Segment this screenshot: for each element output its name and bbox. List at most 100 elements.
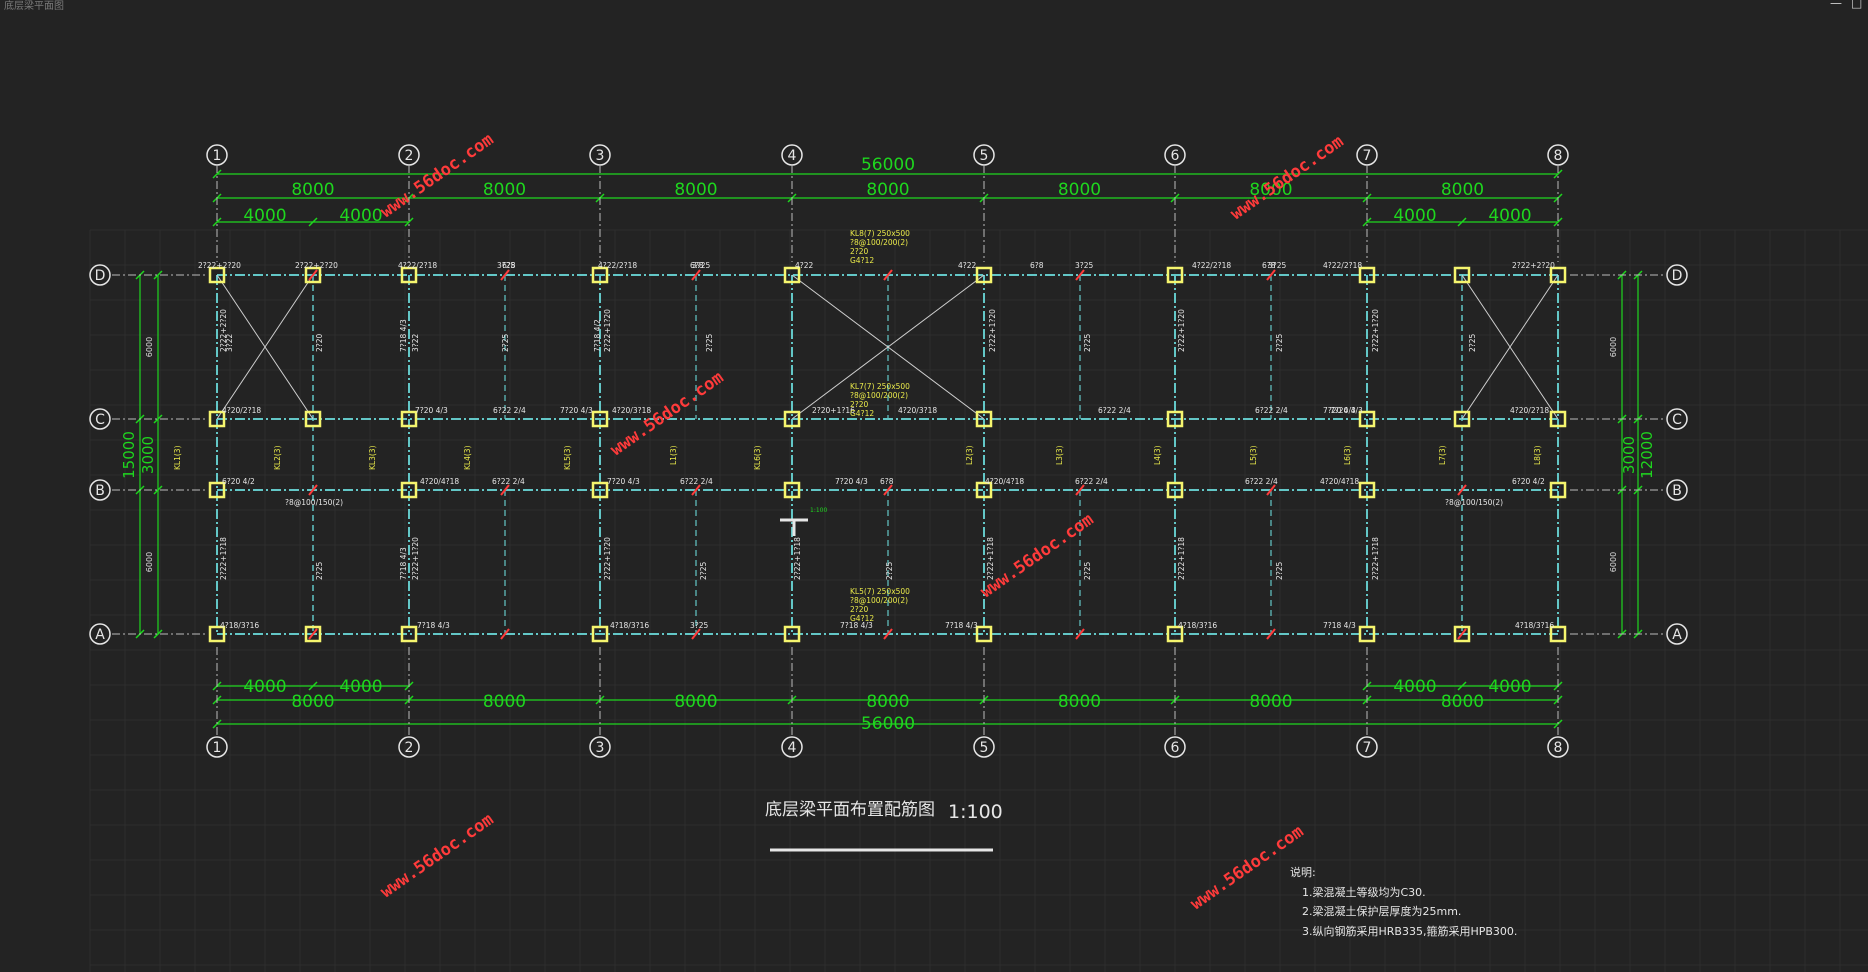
rebar-label: 4?22/2?18 bbox=[398, 261, 437, 270]
column bbox=[208, 481, 226, 499]
rebar-label: 4?22 bbox=[958, 261, 977, 270]
beam-note-kl5: ?8@100/200(2) bbox=[850, 596, 908, 605]
window-title: 底层梁平面图 bbox=[4, 1, 64, 12]
axis-bubble-label: D bbox=[1672, 268, 1683, 284]
rebar-label: 4?22/2?18 bbox=[1192, 261, 1231, 270]
rebar-mark bbox=[1266, 628, 1276, 640]
dim-half-top: 4000 bbox=[1488, 206, 1531, 226]
rebar-label: 2?22+1?20 bbox=[411, 537, 420, 580]
axis-bubble-label: C bbox=[95, 412, 105, 428]
minimize-icon[interactable]: — bbox=[1830, 0, 1842, 10]
column bbox=[1549, 481, 1567, 499]
column bbox=[1358, 625, 1376, 643]
rebar-label: 2?25 bbox=[1275, 561, 1284, 580]
rebar-label: 7?18 4/3 bbox=[840, 621, 873, 630]
beam-note-kl8: KL8(7) 250x500 bbox=[850, 229, 910, 238]
rebar-label: 7?18 4/3 bbox=[417, 621, 450, 630]
rebar-label: 6?8 bbox=[1030, 261, 1044, 270]
column bbox=[783, 410, 801, 428]
section-mark-label: 1:100 bbox=[810, 507, 827, 514]
opening-cross bbox=[1461, 274, 1559, 420]
axis-bubble-label: 1 bbox=[213, 148, 222, 164]
dim-total-top: 56000 bbox=[861, 155, 915, 175]
rebar-label: 4?22/2?18 bbox=[1323, 261, 1362, 270]
rebar-label: KL2(3) bbox=[273, 445, 282, 470]
rebar-label: 3?25 bbox=[1268, 261, 1287, 270]
rebar-label: 7?18 4/3 bbox=[399, 547, 408, 580]
rebar-label: 7?18 4/3 bbox=[399, 319, 408, 352]
rebar-label: 4?20/2?18 bbox=[222, 406, 261, 415]
column bbox=[304, 625, 322, 643]
column bbox=[1358, 410, 1376, 428]
rebar-label: 2?22+1?20 bbox=[988, 309, 997, 352]
rebar-label: 2?22+1?20 bbox=[1371, 309, 1380, 352]
axis-bubble-label: D bbox=[95, 268, 106, 284]
column bbox=[1549, 266, 1567, 284]
rebar-mark bbox=[1266, 269, 1276, 281]
rebar-label: KL5(3) bbox=[563, 445, 572, 470]
rebar-mark bbox=[1457, 628, 1467, 640]
rebar-mark bbox=[883, 484, 893, 496]
axis-bubble bbox=[398, 736, 420, 758]
notes-heading: 说明: bbox=[1290, 865, 1316, 879]
dim-tick bbox=[212, 169, 222, 179]
rebar-label: 4?18/3?16 bbox=[1178, 621, 1217, 630]
beam-note-kl8: ?8@100/200(2) bbox=[850, 238, 908, 247]
rebar-label: 3?25 bbox=[497, 261, 516, 270]
dim-tick bbox=[1553, 217, 1563, 227]
dim-right-total: 12000 bbox=[1638, 431, 1656, 479]
dim-half-bottom: 4000 bbox=[339, 677, 382, 697]
rebar-label: 4?18/3?16 bbox=[220, 621, 259, 630]
maximize-icon[interactable]: □ bbox=[1851, 0, 1863, 10]
note-item-2: 2.梁混凝土保护层厚度为25mm. bbox=[1302, 904, 1461, 918]
rebar-label: 2?22+1?18 bbox=[793, 537, 802, 580]
rebar-label: ?8@100/150(2) bbox=[1445, 498, 1503, 507]
beam-note-kl8: 2?20 bbox=[850, 247, 869, 256]
axis-bubble-label: C bbox=[1672, 412, 1682, 428]
axis-bubble bbox=[1666, 479, 1688, 501]
rebar-label: 6?8 bbox=[502, 261, 516, 270]
rebar-label: L2(3) bbox=[965, 445, 974, 465]
column bbox=[1166, 625, 1184, 643]
axis-bubble-label: B bbox=[1672, 483, 1682, 499]
column bbox=[1549, 625, 1567, 643]
axis-bubble bbox=[89, 408, 111, 430]
dim-left-total: 15000 bbox=[120, 431, 138, 479]
rebar-label: 7?18 4/3 bbox=[945, 621, 978, 630]
drawing-title: 底层梁平面布置配筋图 bbox=[765, 800, 935, 820]
column bbox=[1453, 410, 1471, 428]
dim-tick bbox=[404, 217, 414, 227]
dim-tick bbox=[153, 414, 163, 424]
rebar-label: ?8@100/150(2) bbox=[285, 498, 343, 507]
rebar-label: 2?22+1?18 bbox=[1371, 537, 1380, 580]
watermark-text: www.56doc.com bbox=[1227, 132, 1347, 225]
column bbox=[400, 266, 418, 284]
dim-bay-bottom: 8000 bbox=[483, 692, 526, 712]
opening-cross bbox=[216, 274, 314, 420]
rebar-mark bbox=[1075, 269, 1085, 281]
dim-tick bbox=[1457, 217, 1467, 227]
rebar-mark bbox=[308, 484, 318, 496]
axis-bubble bbox=[1164, 736, 1186, 758]
beam-note-kl7: KL7(7) 250x500 bbox=[850, 382, 910, 391]
column bbox=[1358, 481, 1376, 499]
rebar-label: 6?20 4/2 bbox=[1512, 477, 1545, 486]
rebar-label: 2?22+2?20 bbox=[219, 309, 228, 352]
rebar-label: 2?20 bbox=[315, 333, 324, 352]
dim-side-bay: 6000 bbox=[1609, 337, 1618, 357]
rebar-label: 6?22 2/4 bbox=[1255, 406, 1288, 415]
rebar-label: 3?22 bbox=[225, 333, 234, 352]
axis-bubble-label: 6 bbox=[1171, 740, 1180, 756]
rebar-label: 2?25 bbox=[501, 333, 510, 352]
dim-bay-top: 8000 bbox=[866, 180, 909, 200]
dim-tick bbox=[153, 485, 163, 495]
column bbox=[591, 625, 609, 643]
rebar-label: 7?18 4/3 bbox=[1323, 621, 1356, 630]
dim-bay-top: 8000 bbox=[1249, 180, 1292, 200]
column bbox=[975, 481, 993, 499]
rebar-label: 4?20/4?18 bbox=[420, 477, 459, 486]
dim-half-top: 4000 bbox=[1393, 206, 1436, 226]
